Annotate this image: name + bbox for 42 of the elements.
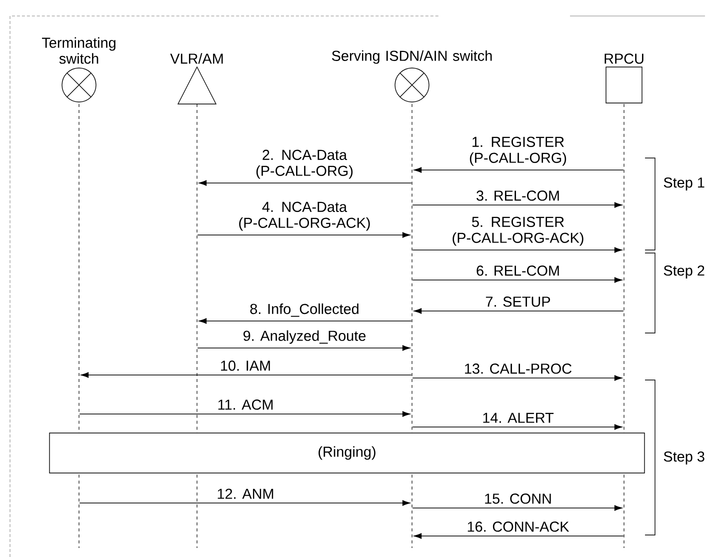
step-label: Step 1 [664,177,704,191]
message-label: 3. REL-COM [476,190,559,201]
message-label: 12. ANM [218,488,274,499]
message-label: 4. NCA-Data (P-CALL-ORG-ACK) [239,202,370,231]
message-arrow [414,308,624,314]
message-label: 5. REGISTER (P-CALL-ORG-ACK) [452,216,584,246]
message-arrow [412,247,622,253]
message-label: 9. Analyzed_Route [243,330,366,344]
message-label: 16. CONN-ACK [468,522,570,532]
participant-label: Terminating switch [42,37,116,64]
message-label: 8. Info_Collected [250,303,358,317]
message-arrow [412,505,622,511]
step-label: Step 3 [664,451,704,465]
step-label: Step 2 [664,265,704,279]
message-arrow [412,375,622,381]
message-label: 7. SETUP [486,296,550,307]
lifeline [78,104,80,548]
message-label: 13. CALL-PROC [465,364,572,374]
message-label: 15. CONN [485,494,551,504]
message-arrow [412,424,622,430]
message-label: 1. REGISTER (P-CALL-ORG) [470,136,566,166]
message-arrow [198,318,412,324]
message-label: 6. REL-COM [476,266,559,276]
message-arrow [197,232,410,238]
lifeline [196,104,198,548]
phase-box: (Ringing) [49,432,645,474]
message-arrow [197,345,410,351]
message-label: 10. IAM [221,360,270,371]
message-arrow [198,180,412,186]
participant-label: VLR/AM [170,53,223,64]
message-arrow [412,277,622,283]
participant-label: Serving ISDN/AIN switch [332,50,492,64]
message-arrow [79,411,410,417]
message-label: 11. ACM [218,400,273,410]
message-label: 2. NCA-Data (P-CALL-ORG) [256,150,353,179]
message-arrow [414,167,624,173]
participant-label: RPCU [604,54,644,64]
message-arrow [412,202,622,208]
message-label: 14. ALERT [483,412,554,423]
message-arrow [414,533,624,539]
message-arrow [80,372,412,378]
message-arrow [79,500,410,506]
